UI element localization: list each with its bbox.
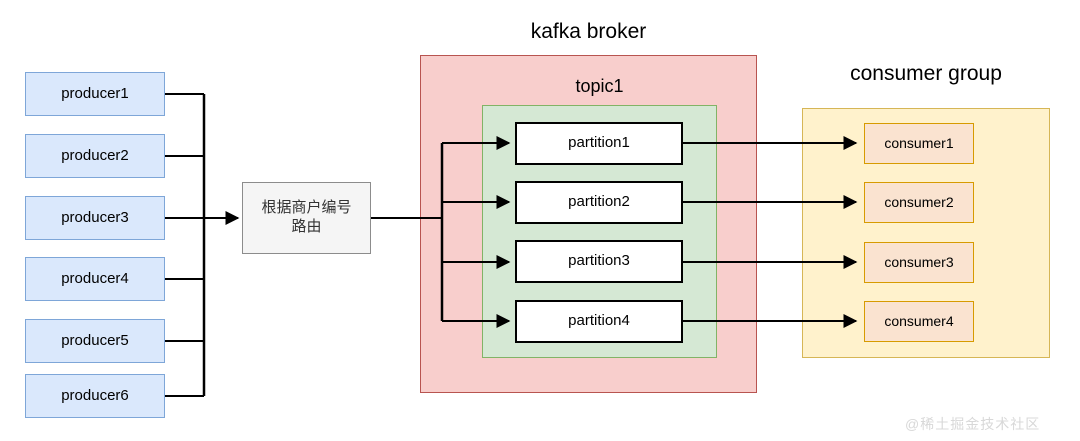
- partition-label: partition3: [568, 252, 630, 270]
- producer-node-4[interactable]: producer4: [25, 257, 165, 301]
- producer-label: producer5: [61, 331, 129, 349]
- consumer-label: consumer1: [884, 134, 954, 151]
- kafka-broker-title: kafka broker: [530, 20, 647, 43]
- producer-node-6[interactable]: producer6: [25, 374, 165, 418]
- producer-label: producer6: [61, 386, 129, 404]
- watermark: @稀土掘金技术社区: [905, 416, 1041, 432]
- partition-label: partition1: [568, 134, 630, 152]
- partition-node-1[interactable]: partition1: [515, 122, 683, 165]
- consumer-label: consumer3: [884, 253, 954, 270]
- producer-label: producer3: [61, 208, 129, 226]
- producer-label: producer2: [61, 146, 129, 164]
- consumer-label: consumer2: [884, 193, 954, 210]
- producer-node-3[interactable]: producer3: [25, 196, 165, 240]
- merchant-routing-node[interactable]: 根据商户编号 路由: [242, 182, 371, 254]
- partition-label: partition2: [568, 193, 630, 211]
- producer-label: producer4: [61, 269, 129, 287]
- consumer-node-1[interactable]: consumer1: [864, 123, 974, 164]
- producer-node-5[interactable]: producer5: [25, 319, 165, 363]
- partition-node-4[interactable]: partition4: [515, 300, 683, 343]
- topic1-title: topic1: [575, 76, 624, 96]
- partition-label: partition4: [568, 312, 630, 330]
- consumer-node-3[interactable]: consumer3: [864, 242, 974, 283]
- partition-node-2[interactable]: partition2: [515, 181, 683, 224]
- producer-node-1[interactable]: producer1: [25, 72, 165, 116]
- partition-node-3[interactable]: partition3: [515, 240, 683, 283]
- routing-label-line1: 根据商户编号: [261, 199, 352, 217]
- producer-label: producer1: [61, 84, 129, 102]
- consumer-group-title: consumer group: [850, 62, 1002, 85]
- consumer-node-4[interactable]: consumer4: [864, 301, 974, 342]
- consumer-node-2[interactable]: consumer2: [864, 182, 974, 223]
- routing-label-line2: 路由: [291, 218, 322, 235]
- producer-node-2[interactable]: producer2: [25, 134, 165, 178]
- consumer-label: consumer4: [884, 312, 954, 329]
